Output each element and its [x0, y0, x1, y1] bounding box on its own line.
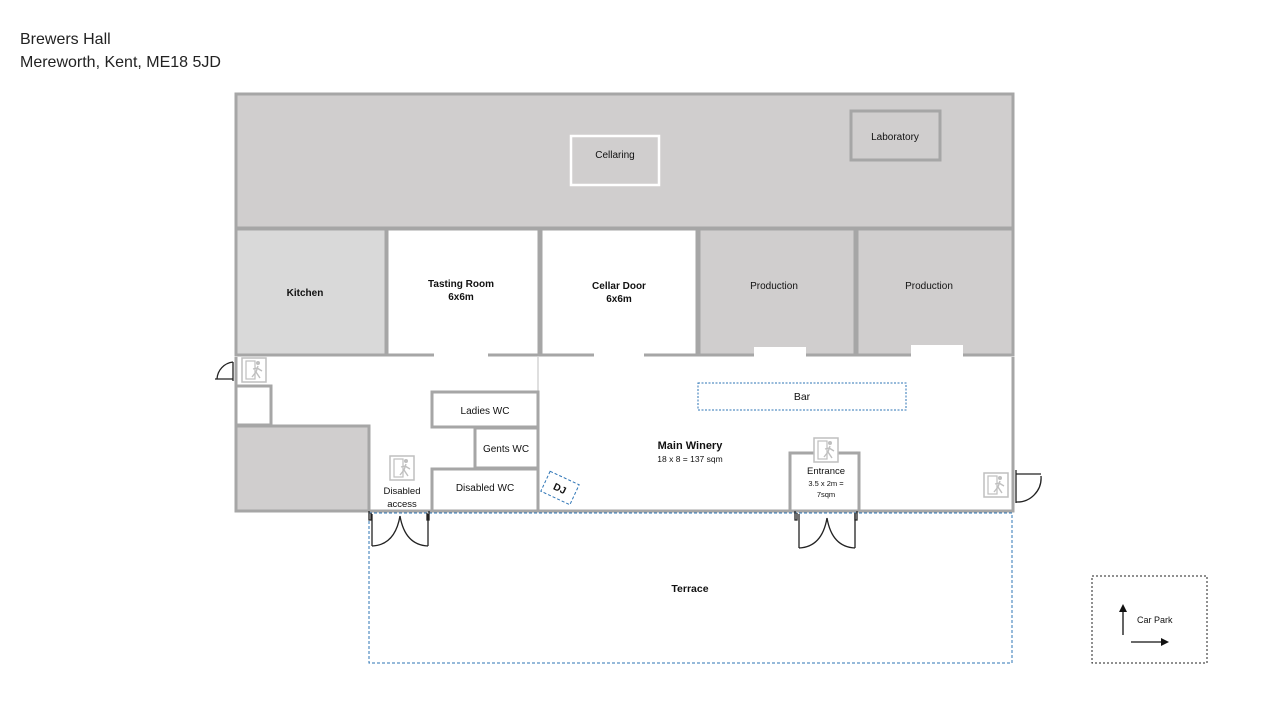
cellar-door-room — [539, 227, 699, 357]
tasting-room-label: Tasting Room — [428, 279, 494, 290]
kitchen-label: Kitchen — [287, 288, 324, 299]
disabled-access-double-door — [368, 511, 430, 547]
bar-counter — [697, 382, 907, 411]
production-label-2: Production — [905, 281, 953, 292]
cellar-door-label: Cellar Door — [592, 281, 646, 292]
laboratory-label: Laboratory — [871, 132, 919, 143]
production-doorway-2 — [911, 345, 963, 357]
dj-label: DJ — [551, 482, 567, 497]
production-room-2 — [855, 227, 1015, 357]
laboratory-room — [849, 109, 942, 162]
fire-exit-icon — [813, 437, 839, 463]
cellaring-label-box — [569, 134, 661, 187]
entrance-double-door — [794, 511, 858, 549]
disabled-wc-room — [430, 467, 540, 513]
ladies-wc-room — [430, 390, 540, 429]
fire-exit-icon — [389, 455, 415, 481]
gents-wc-label: Gents WC — [483, 444, 529, 455]
terrace-label: Terrace — [671, 583, 708, 595]
car-park-legend — [1091, 575, 1208, 664]
venue-header: Brewers Hall Mereworth, Kent, ME18 5JD — [20, 28, 221, 74]
kitchen-room — [234, 227, 388, 357]
bar-label: Bar — [794, 391, 811, 403]
grey-store-room — [234, 424, 371, 513]
entrance-size-1: 3.5 x 2m = — [808, 479, 844, 488]
entrance-size-2: 7sqm — [817, 490, 835, 499]
arrow-up-icon — [1119, 604, 1127, 635]
production-room-1 — [697, 227, 857, 357]
disabled-access-label-1: Disabled — [384, 486, 421, 497]
entrance-label: Entrance — [807, 466, 845, 477]
terrace-area — [368, 512, 1013, 664]
arrow-right-icon — [1131, 638, 1169, 646]
fire-exit-icon — [241, 357, 267, 383]
cellar-door-size: 6x6m — [606, 294, 632, 305]
venue-name: Brewers Hall — [20, 31, 111, 48]
ladies-wc-label: Ladies WC — [461, 406, 510, 417]
gents-wc-room — [473, 426, 540, 470]
disabled-wc-label: Disabled WC — [456, 483, 514, 494]
tasting-room-size: 6x6m — [448, 292, 474, 303]
door-swing-icon — [1015, 470, 1042, 503]
main-winery-size: 18 x 8 = 137 sqm — [657, 454, 722, 464]
disabled-access-label-2: access — [387, 499, 417, 510]
cellar-door-doorway — [594, 352, 644, 358]
main-winery-label: Main Winery — [658, 440, 724, 452]
production-label-1: Production — [750, 281, 798, 292]
cellaring-label: Cellaring — [595, 150, 634, 161]
car-park-label: Car Park — [1137, 615, 1173, 625]
tasting-room-doorway — [434, 352, 488, 358]
venue-address: Mereworth, Kent, ME18 5JD — [20, 54, 221, 71]
fire-exit-icon — [983, 472, 1009, 498]
door-swing-icon — [215, 361, 234, 381]
small-store-room — [234, 384, 273, 427]
production-doorway-1 — [754, 347, 806, 357]
dj-booth: DJ — [540, 470, 580, 506]
